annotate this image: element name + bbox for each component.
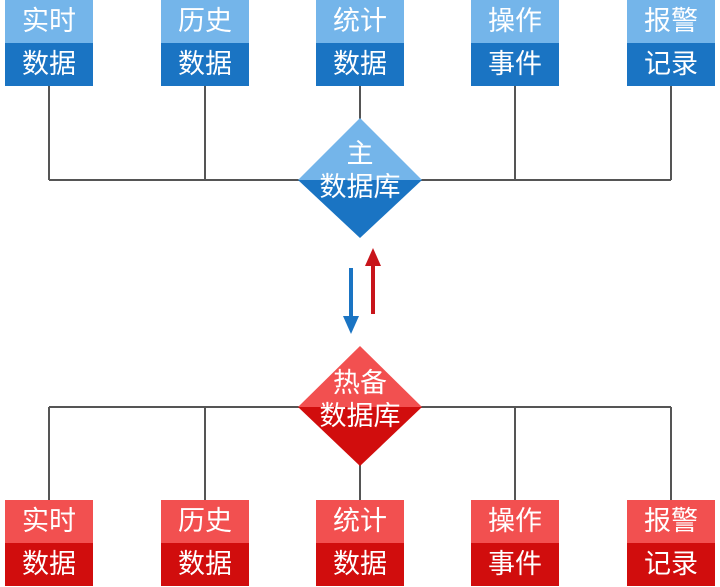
backup-box-realtime-data: 实时 数据 bbox=[5, 500, 93, 586]
backup-box-alarm-records: 报警 记录 bbox=[627, 500, 715, 586]
box-label-line2: 数据 bbox=[316, 543, 404, 586]
backup-db-label-line1: 热备 bbox=[333, 368, 387, 399]
main-box-alarm-records: 报警 记录 bbox=[627, 0, 715, 86]
box-label-line2: 数据 bbox=[161, 43, 249, 86]
box-label-line2: 数据 bbox=[161, 543, 249, 586]
box-label-line1: 实时 bbox=[5, 0, 93, 43]
box-label-line2: 数据 bbox=[5, 43, 93, 86]
main-db-label: 主 数据库 bbox=[290, 138, 430, 204]
box-label-line1: 报警 bbox=[627, 0, 715, 43]
box-label-line2: 数据 bbox=[5, 543, 93, 586]
backup-db-label-line2: 数据库 bbox=[319, 401, 401, 432]
box-label-line1: 历史 bbox=[161, 0, 249, 43]
box-label-line2: 记录 bbox=[627, 543, 715, 586]
box-label-line2: 数据 bbox=[316, 43, 404, 86]
box-label-line1: 报警 bbox=[627, 500, 715, 543]
box-label-line2: 事件 bbox=[471, 43, 559, 86]
box-label-line1: 实时 bbox=[5, 500, 93, 543]
main-db-diamond-lower bbox=[298, 180, 422, 238]
main-box-statistics-data: 统计 数据 bbox=[316, 0, 404, 86]
box-label-line1: 历史 bbox=[161, 500, 249, 543]
backup-box-history-data: 历史 数据 bbox=[161, 500, 249, 586]
backup-db-diamond-upper bbox=[298, 346, 422, 407]
box-label-line2: 事件 bbox=[471, 543, 559, 586]
box-label-line1: 统计 bbox=[316, 0, 404, 43]
sync-down-arrow bbox=[343, 268, 359, 334]
main-box-realtime-data: 实时 数据 bbox=[5, 0, 93, 86]
backup-db-diamond-lower bbox=[298, 407, 422, 466]
main-db-label-line2: 数据库 bbox=[319, 172, 401, 203]
box-label-line1: 操作 bbox=[471, 0, 559, 43]
box-label-line1: 统计 bbox=[316, 500, 404, 543]
backup-db-label: 热备 数据库 bbox=[290, 367, 430, 433]
main-db-label-line1: 主 bbox=[346, 139, 374, 170]
main-db-diamond-upper bbox=[298, 118, 422, 180]
main-box-history-data: 历史 数据 bbox=[161, 0, 249, 86]
backup-box-statistics-data: 统计 数据 bbox=[316, 500, 404, 586]
box-label-line2: 记录 bbox=[627, 43, 715, 86]
backup-box-operation-events: 操作 事件 bbox=[471, 500, 559, 586]
sync-up-arrow bbox=[365, 248, 381, 314]
main-box-operation-events: 操作 事件 bbox=[471, 0, 559, 86]
box-label-line1: 操作 bbox=[471, 500, 559, 543]
